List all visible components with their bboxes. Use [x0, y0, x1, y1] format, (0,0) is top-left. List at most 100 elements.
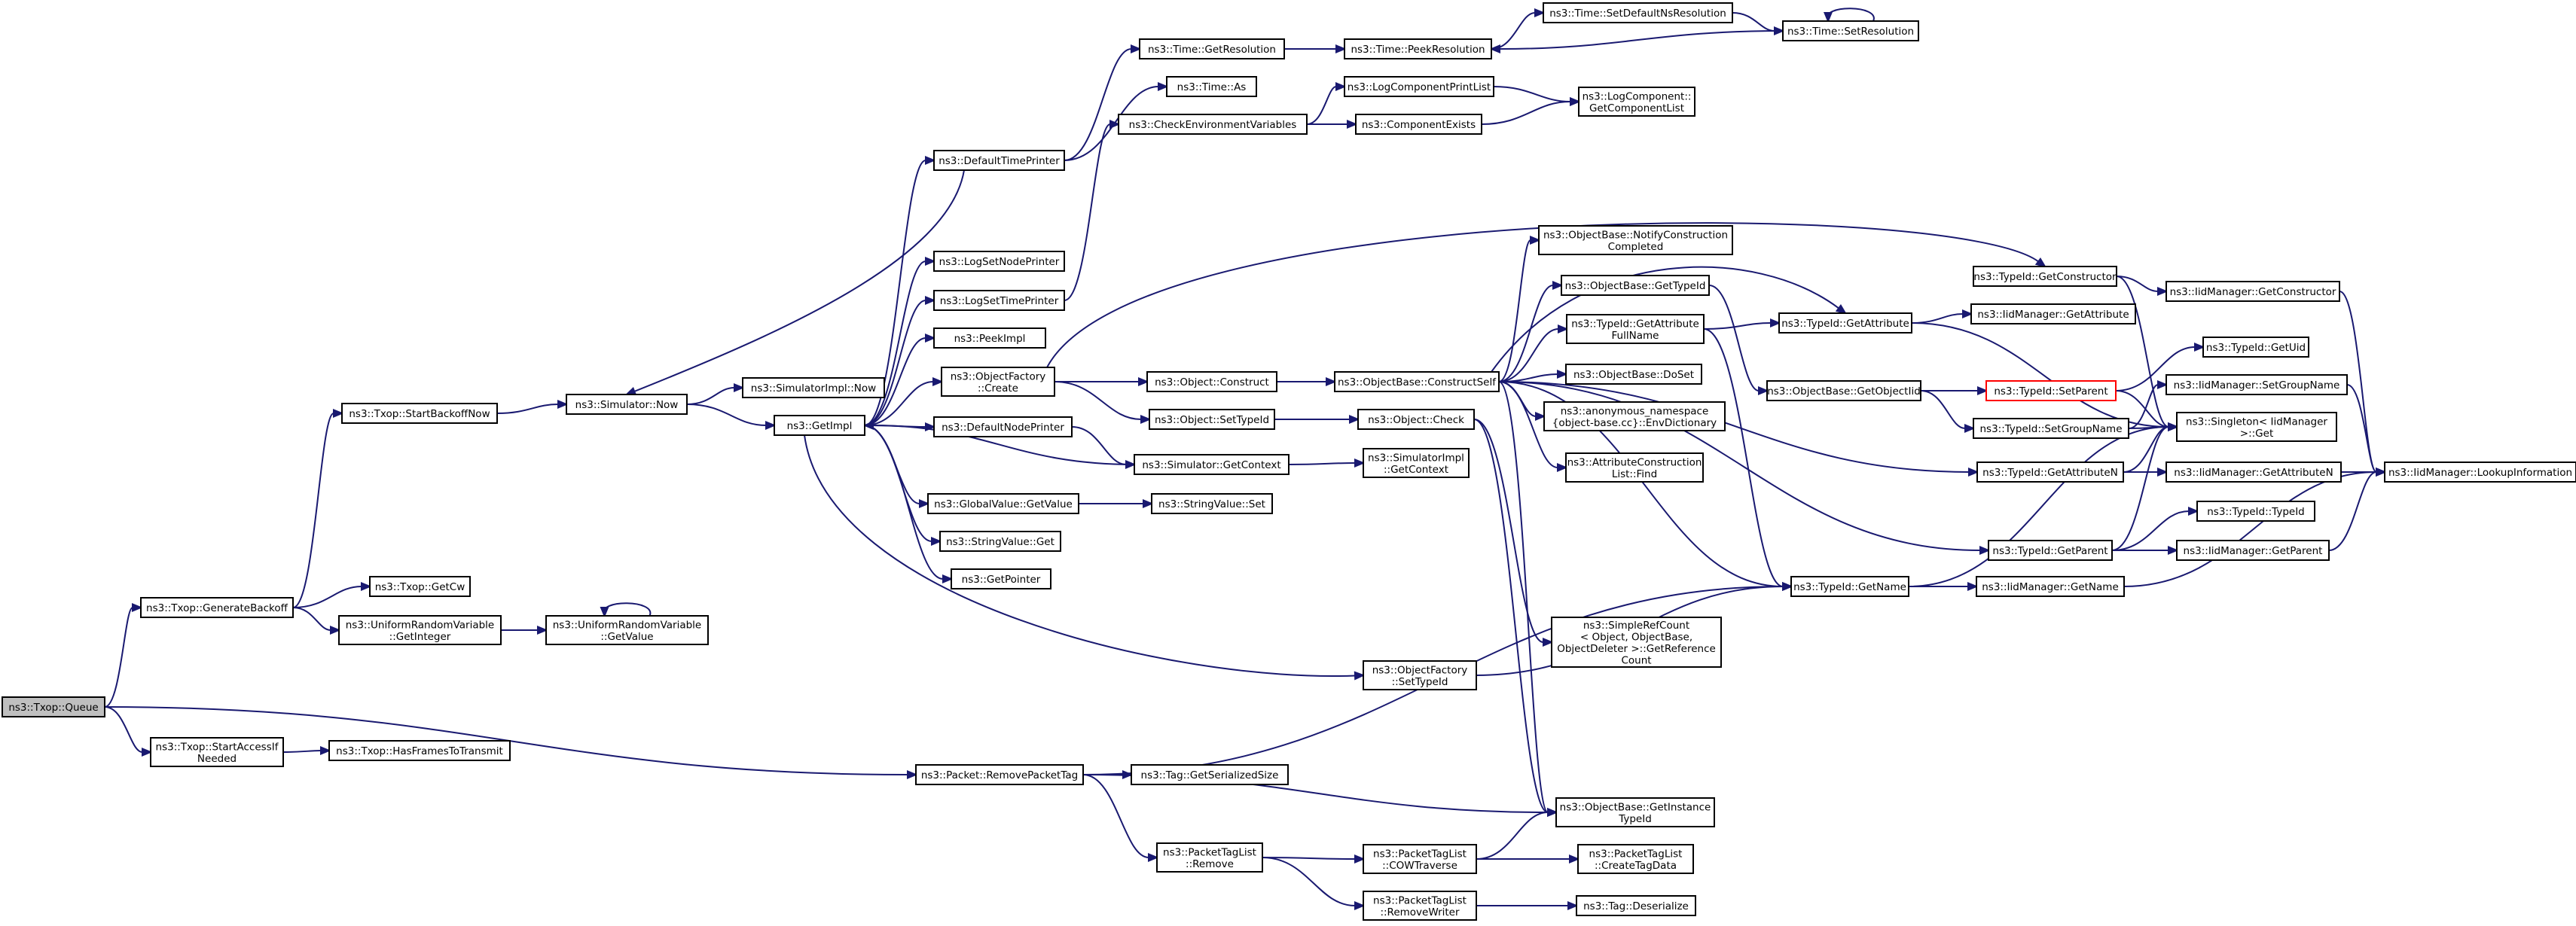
node-queue[interactable]: ns3::Txop::Queue: [2, 696, 105, 717]
node-objfactorycreate[interactable]: ns3::ObjectFactory::Create: [941, 367, 1055, 397]
node-iidgetname[interactable]: ns3::IidManager::GetName: [1976, 576, 2125, 597]
node-simimplgetcontext[interactable]: ns3::SimulatorImpl::GetContext: [1363, 448, 1470, 478]
node-logsettimeprinter[interactable]: ns3::LogSetTimePrinter: [933, 290, 1065, 311]
node-objcheck[interactable]: ns3::Object::Check: [1357, 409, 1475, 430]
node-iidgetconstructor[interactable]: ns3::IidManager::GetConstructor: [2165, 281, 2340, 302]
call-edge: [104, 603, 143, 708]
call-edge: [1306, 82, 1347, 125]
call-edge: [1473, 419, 1558, 817]
arrowhead: [333, 409, 344, 418]
node-ptlcowtraverse[interactable]: ns3::PacketTagList::COWTraverse: [1363, 844, 1477, 874]
call-edge: [624, 169, 965, 396]
node-box: [1766, 380, 1921, 401]
node-compexists[interactable]: ns3::ComponentExists: [1355, 114, 1482, 135]
node-genbackoff[interactable]: ns3::Txop::GenerateBackoff: [140, 597, 294, 618]
node-logcompprintlist[interactable]: ns3::LogComponentPrintList: [1344, 76, 1494, 97]
node-label: ns3::IidManager::GetParent: [2184, 545, 2323, 557]
node-label: ns3::IidManager::LookupInformation: [2388, 467, 2572, 479]
call-edge: [1262, 857, 1366, 910]
node-typeidsetparent[interactable]: ns3::TypeId::SetParent: [1985, 380, 2117, 401]
node-iidgetattribute[interactable]: ns3::IidManager::GetAttribute: [1970, 303, 2136, 324]
node-box: [1363, 891, 1477, 921]
node-objbasegettypeid[interactable]: ns3::ObjectBase::GetTypeId: [1561, 275, 1710, 296]
node-setdefaultns[interactable]: ns3::Time::SetDefaultNsResolution: [1543, 2, 1733, 23]
arrowhead: [1967, 582, 1979, 591]
node-getpointer[interactable]: ns3::GetPointer: [951, 568, 1051, 589]
node-typeidsetgroupname[interactable]: ns3::TypeId::SetGroupName: [1973, 418, 2129, 439]
node-simnow[interactable]: ns3::Simulator::Now: [566, 394, 688, 415]
node-singletonget[interactable]: ns3::Singleton< IidManager >::Get: [2176, 412, 2337, 442]
node-ptlremovewriter[interactable]: ns3::PacketTagList::RemoveWriter: [1363, 891, 1477, 921]
node-typeidgetuid[interactable]: ns3::TypeId::GetUid: [2202, 337, 2309, 358]
arrowhead: [2157, 380, 2169, 389]
node-box: [939, 531, 1061, 552]
arrowhead: [1835, 304, 1848, 315]
node-box: [341, 403, 498, 424]
node-objfactorysettypeid[interactable]: ns3::ObjectFactory::SetTypeId: [1363, 660, 1477, 690]
node-defaulttimeprinter[interactable]: ns3::DefaultTimePrinter: [933, 150, 1065, 171]
node-box: [1551, 617, 1722, 668]
node-label: ::Remove: [1186, 858, 1234, 870]
node-typeidgetattribute[interactable]: ns3::TypeId::GetAttribute: [1778, 312, 1912, 334]
node-box: [1985, 380, 2117, 401]
node-tagdeserialize[interactable]: ns3::Tag::Deserialize: [1576, 895, 1696, 916]
node-typeidgetparent[interactable]: ns3::TypeId::GetParent: [1988, 540, 2113, 561]
node-hasframes[interactable]: ns3::Txop::HasFramesToTransmit: [328, 740, 511, 761]
node-typeidgetconstructor[interactable]: ns3::TypeId::GetConstructor: [1973, 266, 2117, 287]
node-simgetcontext[interactable]: ns3::Simulator::GetContext: [1134, 454, 1290, 475]
node-urv_getvalue[interactable]: ns3::UniformRandomVariable::GetValue: [545, 615, 709, 645]
node-urv_getinteger[interactable]: ns3::UniformRandomVariable::GetInteger: [338, 615, 502, 645]
node-stringvalueget[interactable]: ns3::StringValue::Get: [939, 531, 1061, 552]
node-label: ns3::PacketTagList: [1163, 846, 1256, 858]
node-ptlcreatetagdata[interactable]: ns3::PacketTagList::CreateTagData: [1577, 844, 1694, 874]
node-logsetnodeprinter[interactable]: ns3::LogSetNodePrinter: [933, 251, 1065, 272]
node-notifyconstruction[interactable]: ns3::ObjectBase::NotifyConstructionCompl…: [1538, 225, 1733, 255]
arrowhead: [1962, 309, 1973, 318]
node-startbackoffnow[interactable]: ns3::Txop::StartBackoffNow: [341, 403, 498, 424]
node-simplerefcount[interactable]: ns3::SimpleRefCount< Object, ObjectBase,…: [1551, 617, 1722, 668]
node-label: ns3::TypeId::SetParent: [1994, 385, 2107, 398]
node-ptlremove[interactable]: ns3::PacketTagList::Remove: [1156, 842, 1263, 873]
call-edge: [864, 257, 936, 426]
node-constructself[interactable]: ns3::ObjectBase::ConstructSelf: [1334, 371, 1500, 392]
node-envdictionary[interactable]: ns3::anonymous_namespace{object-base.cc}…: [1543, 401, 1726, 431]
node-timeas[interactable]: ns3::Time::As: [1166, 76, 1257, 97]
node-box: [1538, 225, 1733, 255]
node-objsettypeid[interactable]: ns3::Object::SetTypeId: [1149, 409, 1275, 430]
node-label: ns3::Txop::HasFramesToTransmit: [336, 745, 503, 757]
node-globalvalue[interactable]: ns3::GlobalValue::GetValue: [927, 493, 1079, 514]
node-iidsetgroupname[interactable]: ns3::IidManager::SetGroupName: [2165, 374, 2348, 395]
node-peekimpl[interactable]: ns3::PeekImpl: [933, 327, 1046, 349]
node-removepackettag[interactable]: ns3::Packet::RemovePacketTag: [915, 764, 1084, 785]
node-stringvalueset[interactable]: ns3::StringValue::Set: [1151, 493, 1273, 514]
node-objconstruct[interactable]: ns3::Object::Construct: [1146, 371, 1277, 392]
node-timegetres[interactable]: ns3::Time::GetResolution: [1139, 38, 1285, 59]
node-getcomplist[interactable]: ns3::LogComponent::GetComponentList: [1578, 87, 1695, 117]
node-getcw[interactable]: ns3::Txop::GetCw: [369, 576, 471, 597]
node-getimpl[interactable]: ns3::GetImpl: [774, 415, 865, 436]
call-edges: [104, 8, 2387, 910]
node-simimplnow[interactable]: ns3::SimulatorImpl::Now: [742, 377, 885, 398]
node-typeidtypeid[interactable]: ns3::TypeId::TypeId: [2196, 501, 2315, 522]
node-taggetserialized[interactable]: ns3::Tag::GetSerializedSize: [1131, 764, 1289, 785]
node-objbasegetobjectiid[interactable]: ns3::ObjectBase::GetObjectIid: [1766, 380, 1921, 401]
arrowhead: [1567, 901, 1579, 910]
node-peekres[interactable]: ns3::Time::PeekResolution: [1344, 38, 1492, 59]
node-iidgetattributen[interactable]: ns3::IidManager::GetAttributeN: [2165, 461, 2342, 483]
node-label: ns3::Tag::GetSerializedSize: [1141, 769, 1279, 781]
node-checkenv[interactable]: ns3::CheckEnvironmentVariables: [1118, 114, 1308, 135]
arrowhead: [862, 421, 874, 430]
node-typeidgetname[interactable]: ns3::TypeId::GetName: [1790, 576, 1909, 597]
node-iidgetparent[interactable]: ns3::IidManager::GetParent: [2176, 540, 2330, 561]
node-setres[interactable]: ns3::Time::SetResolution: [1782, 20, 1919, 41]
node-typeidgetattributen[interactable]: ns3::TypeId::GetAttributeN: [1976, 461, 2124, 483]
node-doset[interactable]: ns3::ObjectBase::DoSet: [1565, 364, 1702, 385]
node-label: Completed: [1608, 241, 1664, 253]
node-label: ns3::TypeId::GetParent: [1992, 545, 2107, 557]
node-defaultnodeprinter[interactable]: ns3::DefaultNodePrinter: [933, 416, 1073, 437]
node-iidlookupinfo[interactable]: ns3::IidManager::LookupInformation: [2384, 461, 2576, 483]
